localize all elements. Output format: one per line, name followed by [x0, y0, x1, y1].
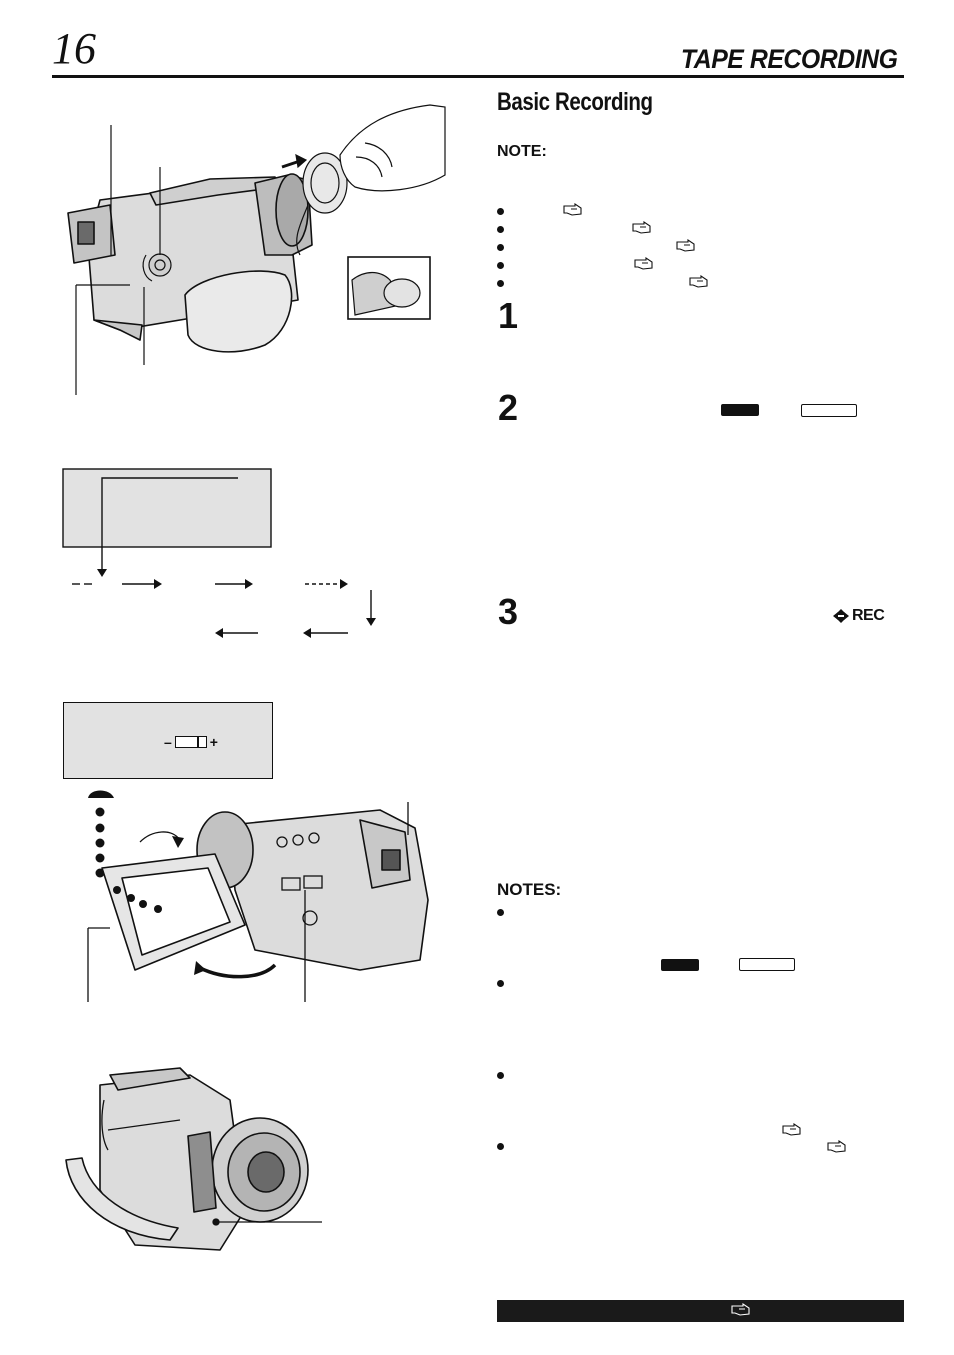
note-bullet: [497, 280, 504, 287]
header-rule: [52, 75, 904, 78]
pointing-hand-icon: [632, 221, 651, 234]
lcd-display-panel: [63, 469, 271, 547]
mode-sequence-diagram: [62, 468, 348, 638]
brightness-bar: [174, 736, 207, 748]
notes-mode-indicator-filled: [661, 959, 699, 971]
notes-bullet: [497, 1072, 504, 1079]
pointing-hand-icon: [563, 203, 582, 216]
camcorder-lcd-open-illustration: [87, 790, 429, 1002]
notes-bullet: [497, 1143, 504, 1150]
step-number-3: 3: [498, 591, 519, 632]
note-bullet: [497, 262, 504, 269]
camcorder-front-illustration: [65, 1067, 322, 1251]
note-bullet: [497, 208, 504, 215]
brightness-plus: +: [209, 734, 218, 750]
note-bullet: [497, 244, 504, 251]
pointing-hand-icon: [827, 1140, 846, 1153]
step-number-1: 1: [498, 295, 519, 336]
step-number-2: 2: [498, 387, 519, 428]
rec-label: REC: [852, 607, 885, 624]
brightness-indicator: – +: [164, 734, 218, 750]
brightness-minus: –: [164, 734, 172, 750]
pointing-hand-icon: [731, 1303, 750, 1316]
page-header-title: TAPE RECORDING: [681, 44, 898, 74]
notes-heading: NOTES:: [497, 880, 562, 899]
mode-indicator-outline: [801, 404, 857, 417]
camcorder-lens-cap-illustration: [67, 104, 446, 395]
pointing-hand-icon: [782, 1123, 801, 1136]
page-number: 16: [52, 24, 96, 73]
pointing-hand-icon: [634, 257, 653, 270]
note-heading: NOTE:: [497, 143, 547, 160]
notes-mode-indicator-outline: [739, 958, 795, 971]
sequence-down-arrow: [366, 590, 376, 626]
lcd-brightness-panel: [63, 702, 273, 779]
note-bullet: [497, 226, 504, 233]
section-title: Basic Recording: [497, 88, 653, 116]
mode-indicator-filled: [721, 404, 759, 416]
pointing-hand-icon: [689, 275, 708, 288]
rec-arrows-icon: [833, 609, 849, 623]
notes-bullet: [497, 980, 504, 987]
footer-reference-bar: [497, 1300, 904, 1322]
rec-indicator: REC: [832, 607, 885, 625]
pointing-hand-icon: [676, 239, 695, 252]
notes-bullet: [497, 909, 504, 916]
